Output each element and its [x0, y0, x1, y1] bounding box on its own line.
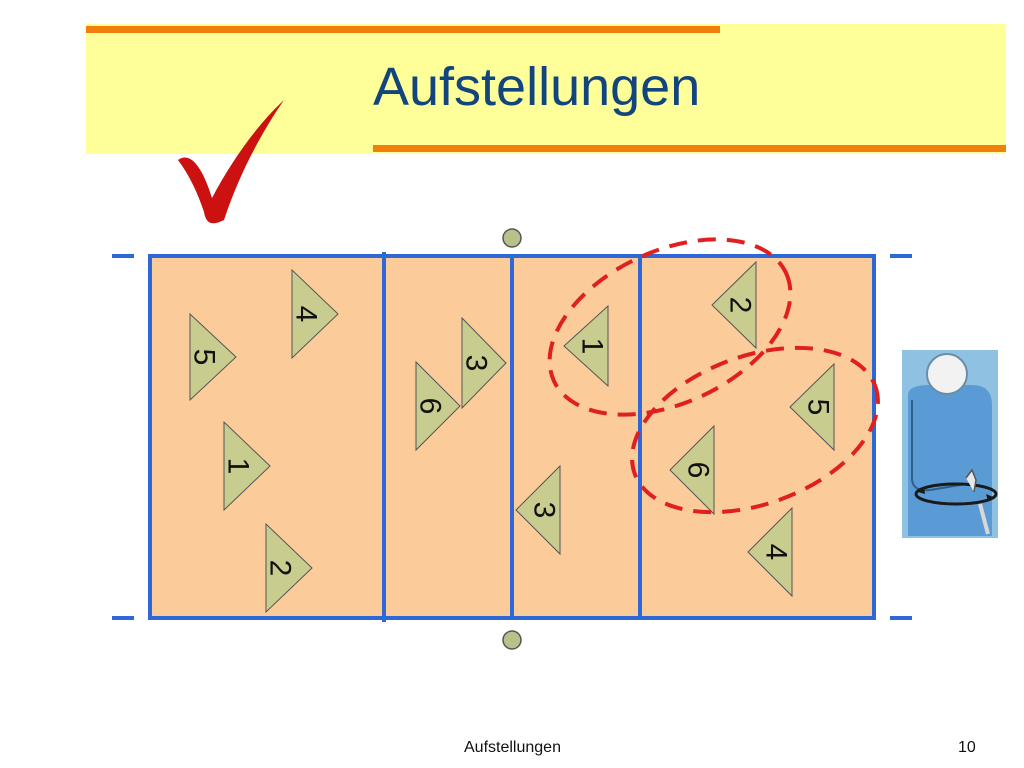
checkmark-icon — [178, 100, 284, 224]
slide-title: Aufstellungen — [373, 57, 701, 117]
net-post-icon — [502, 630, 522, 650]
player-marker: 5 — [188, 312, 237, 402]
player-marker: 3 — [515, 464, 561, 556]
player-number: 5 — [188, 349, 221, 366]
player-number: 3 — [528, 502, 561, 519]
page-number: 10 — [958, 739, 976, 756]
player-number: 2 — [724, 297, 757, 314]
player-marker: 6 — [414, 360, 461, 452]
player-marker: 2 — [711, 260, 757, 350]
player-marker: 3 — [460, 316, 507, 410]
player-number: 4 — [290, 306, 323, 323]
player-number: 2 — [264, 560, 297, 577]
player-marker: 4 — [290, 268, 339, 360]
player-marker: 6 — [669, 424, 715, 516]
referee-signal-icon — [902, 350, 998, 538]
group-ellipse — [630, 345, 880, 515]
group-ellipse — [547, 237, 793, 417]
footer-title: Aufstellungen — [464, 739, 561, 756]
player-marker: 2 — [264, 522, 313, 614]
player-number: 1 — [222, 458, 255, 475]
player-number: 4 — [760, 544, 793, 561]
accent-bar-bottom — [373, 145, 1006, 152]
player-number: 3 — [460, 355, 493, 372]
player-marker: 4 — [747, 506, 793, 598]
player-number: 6 — [414, 398, 447, 415]
title-band — [86, 24, 1006, 154]
accent-bar-top — [86, 26, 720, 33]
player-number: 1 — [576, 338, 609, 355]
player-number: 5 — [802, 399, 835, 416]
player-marker: 1 — [563, 304, 609, 388]
player-marker: 1 — [222, 420, 271, 512]
net-post-icon — [502, 228, 522, 248]
player-marker: 5 — [789, 362, 835, 452]
player-number: 6 — [682, 462, 715, 479]
